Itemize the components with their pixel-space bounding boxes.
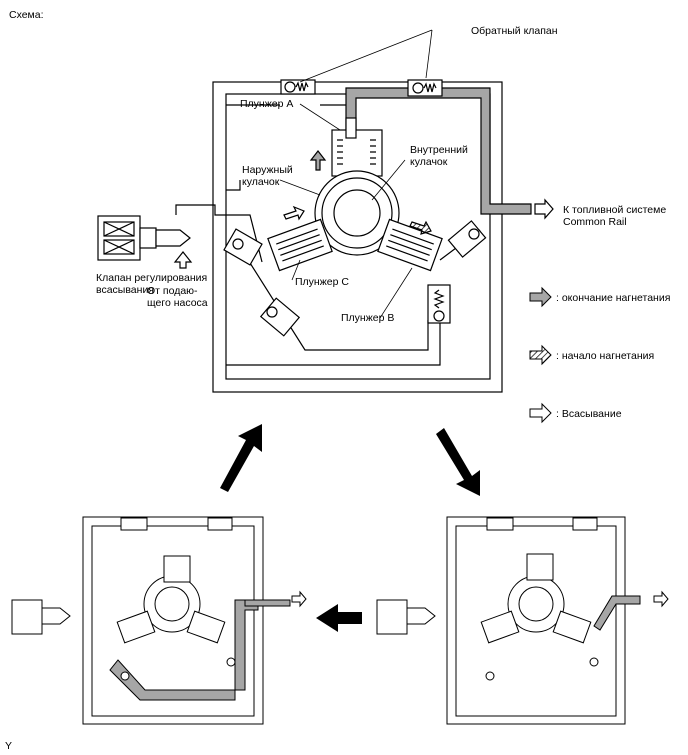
check-valve-left (223, 228, 263, 266)
fuel-line-intake (175, 204, 263, 263)
leader-outer-cam (279, 179, 321, 196)
plunger-a-up-arrow (309, 150, 327, 171)
start-arrow-right (409, 220, 432, 235)
plunger-b (377, 218, 443, 272)
check-valve-bottom-right (427, 284, 451, 324)
mini-diagram-right (376, 516, 669, 725)
label-outer-cam: Наружный кулачок (242, 164, 293, 188)
label-inner-cam: Внутренний кулачок (410, 144, 468, 168)
outer-cam (314, 170, 400, 256)
label-from-feed-pump: От подаю-щего насоса (147, 285, 208, 309)
legend-icons (529, 286, 552, 424)
legend-end-discharge: : окончание нагнетания (556, 292, 671, 304)
label-plunger-a: Плунжер A (240, 98, 294, 110)
suction-arrow-left (283, 205, 305, 221)
legend-start-discharge: : начало нагнетания (556, 350, 655, 362)
check-valve-bottom-left (259, 297, 301, 337)
footer-code: Y (5, 740, 13, 752)
fuel-line-bottom (226, 320, 441, 366)
legend-outline-arrow (529, 402, 552, 424)
plunger-c (267, 218, 333, 272)
mini-diagram-left (11, 516, 307, 725)
cycle-arrows (220, 424, 480, 632)
fuel-line-left (226, 180, 241, 191)
legend-gray-arrow (529, 286, 552, 308)
leader-check-valve (299, 29, 433, 83)
leader-plunger-c (291, 259, 301, 281)
legend-hatched-arrow (529, 344, 552, 366)
label-check-valve: Обратный клапан (471, 25, 558, 37)
outer-cam-ring (321, 177, 393, 249)
cycle-arrow-up (220, 424, 262, 492)
outlet-arrow (534, 198, 554, 220)
check-valve-top-right (407, 79, 443, 97)
cycle-arrow-left (316, 604, 362, 632)
leader-plunger-a (299, 103, 341, 131)
label-plunger-c: Плунжер C (295, 276, 349, 288)
check-valve-right (447, 220, 487, 258)
check-valve-top-left (280, 79, 316, 95)
feed-arrow (173, 251, 193, 269)
main-diagram (97, 29, 554, 393)
label-plunger-b: Плунжер B (341, 312, 395, 324)
leader-plunger-b (379, 267, 413, 319)
inner-cam (333, 189, 381, 237)
label-to-common-rail: К топливной системе Common Rail (563, 204, 667, 228)
cycle-arrow-down (436, 428, 480, 496)
suction-control-valve (97, 215, 191, 261)
header-title: Схема: (9, 9, 44, 21)
leader-inner-cam (371, 159, 406, 201)
legend-suction: : Всасывание (556, 408, 622, 420)
label-suction-valve: Клапан регулирования всасывания (96, 272, 208, 296)
